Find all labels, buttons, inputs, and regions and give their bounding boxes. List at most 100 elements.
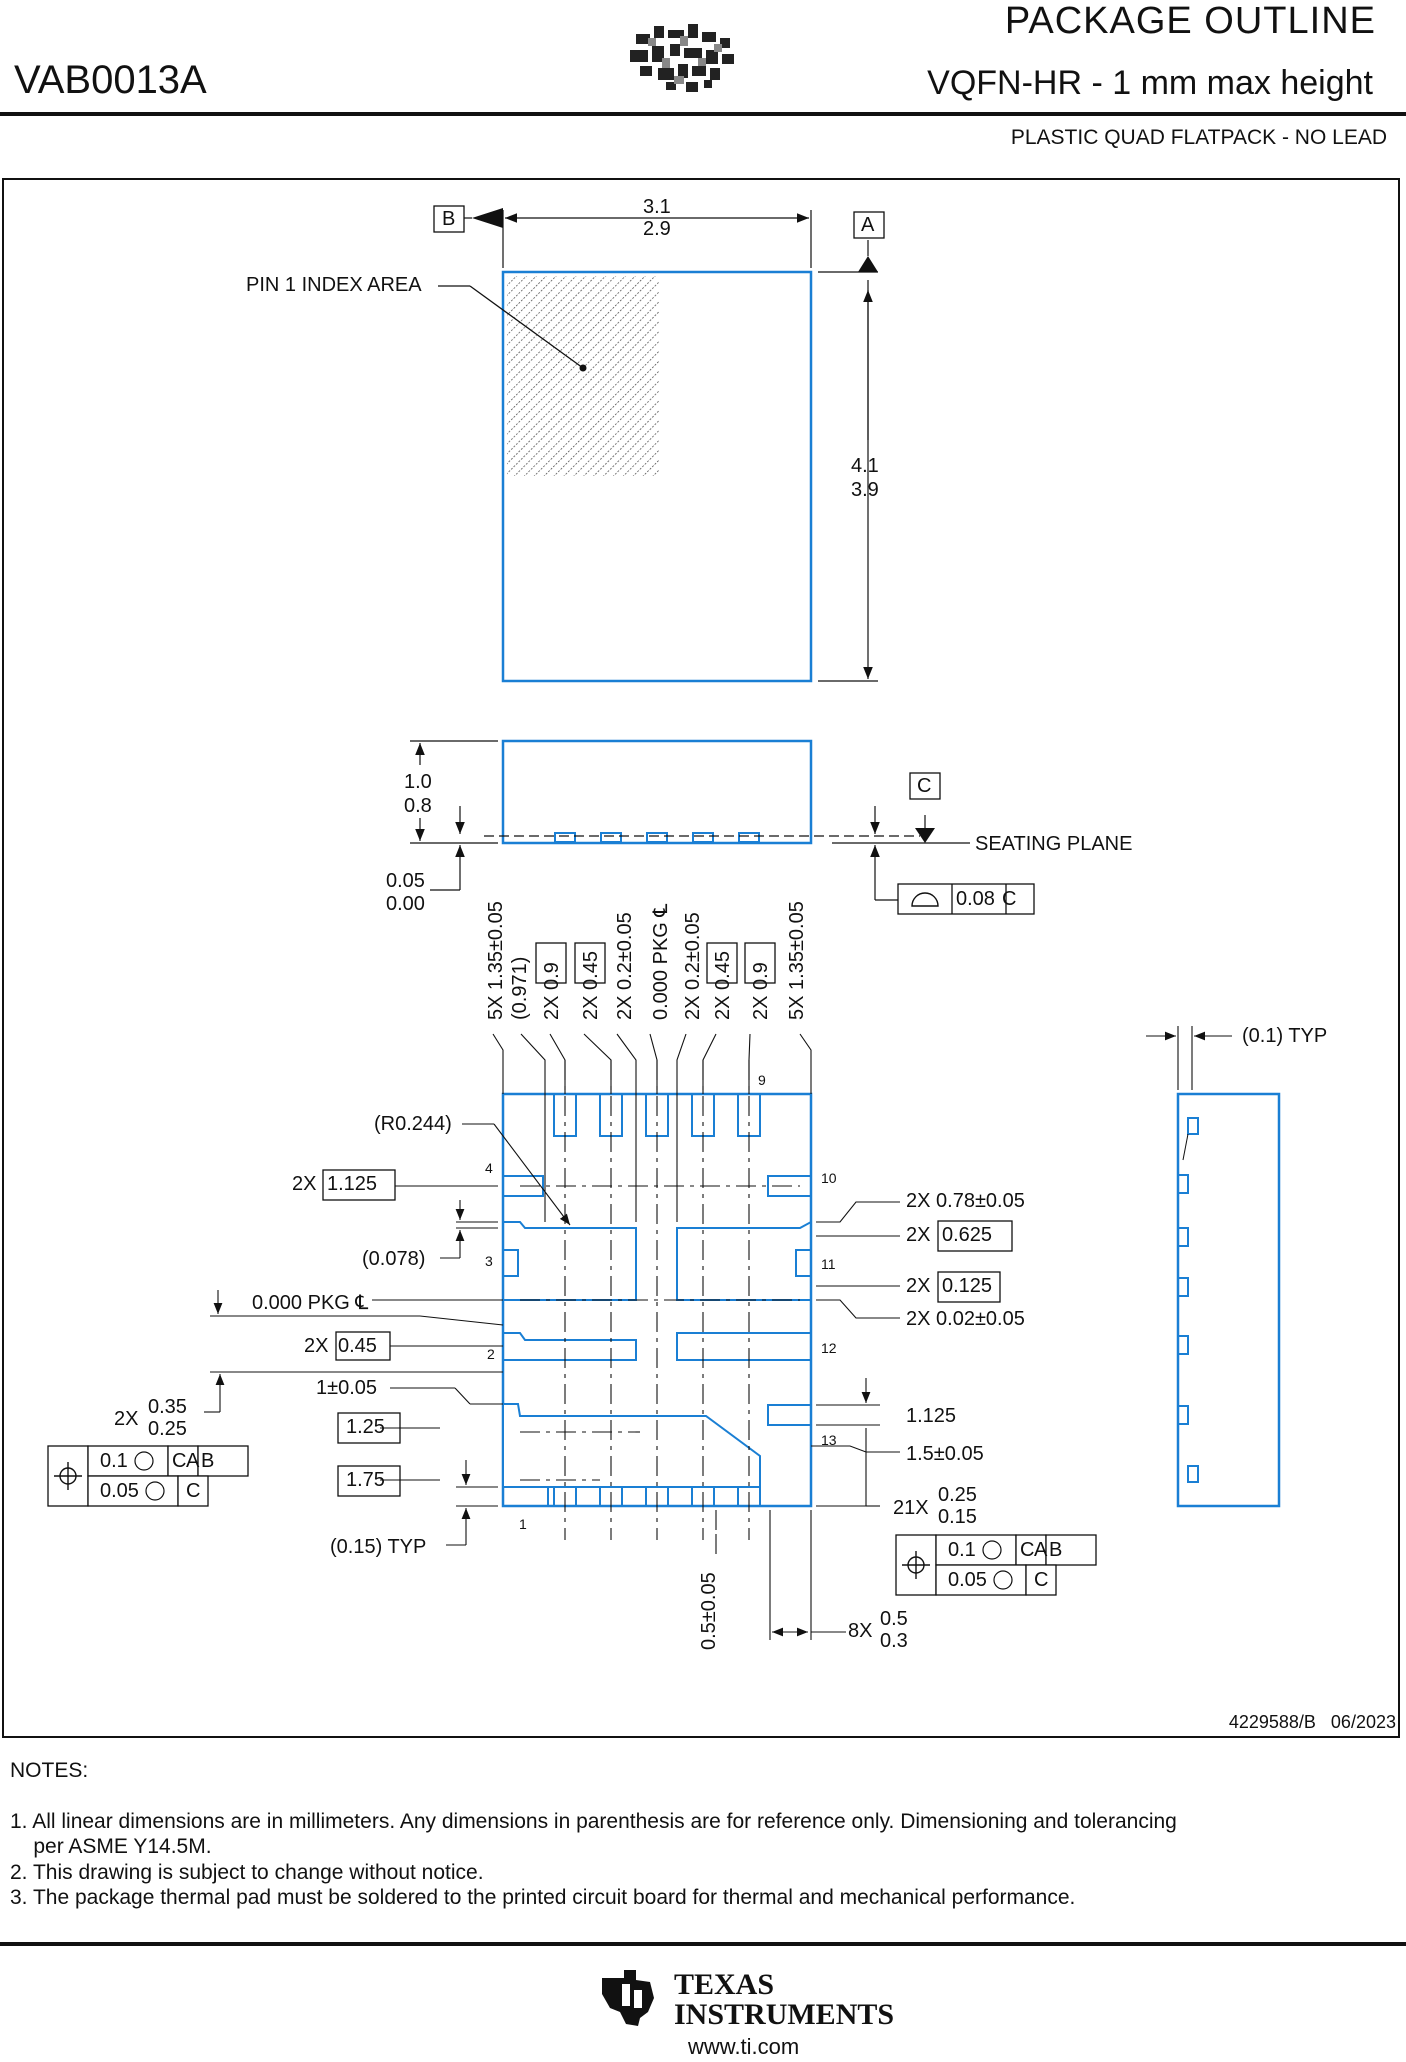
note-line-3: 2. This drawing is subject to change wit… — [10, 1860, 484, 1884]
dim-0125: 0.125 — [942, 1275, 993, 1297]
vlabel-9: 2X 0.9 — [750, 962, 772, 1020]
typ-015: (0.15) TYP — [330, 1536, 427, 1558]
position-symbol-icon-right — [902, 1551, 930, 1579]
pin-number-1: 1 — [519, 1516, 527, 1532]
datum-a: A — [861, 214, 875, 236]
dim-002-tol: 2X 0.02±0.05 — [906, 1308, 1025, 1330]
dim-0625: 0.625 — [942, 1224, 993, 1246]
header-rule — [0, 112, 1406, 116]
pin-number-9: 9 — [758, 1072, 766, 1088]
vlabel-3: 2X 0.9 — [541, 962, 563, 1020]
datum-c: C — [917, 775, 932, 797]
dim-8x: 8X — [848, 1620, 873, 1642]
notes-heading: NOTES: — [10, 1759, 89, 1782]
dim-1-tol: 1±0.05 — [316, 1377, 378, 1399]
header-logo-mark — [630, 24, 734, 92]
dim-1125-left: 1.125 — [327, 1173, 378, 1195]
dim-1125-prefix: 2X — [292, 1173, 317, 1195]
note-line-2: per ASME Y14.5M. — [10, 1835, 212, 1858]
vlabel-4: 2X 0.45 — [580, 951, 602, 1020]
dim-078-tol: 2X 0.78±0.05 — [906, 1190, 1025, 1212]
vlabel-7: 2X 0.2±0.05 — [682, 912, 704, 1020]
side-elevation — [1146, 1026, 1281, 1508]
top-view-outline — [501, 270, 813, 683]
ti-logo-mark-icon — [602, 1970, 654, 2026]
vlabel-8: 2X 0.45 — [712, 951, 734, 1020]
footer-rule — [0, 1942, 1406, 1946]
position-symbol-icon-left — [54, 1462, 82, 1490]
dim-1125-right: 1.125 — [906, 1405, 957, 1427]
vlabel-10: 5X 1.35±0.05 — [786, 901, 808, 1020]
vlabel-2: (0.971) — [509, 956, 531, 1020]
fcf-left-row2-value: 0.05 — [100, 1480, 139, 1502]
company-line2: INSTRUMENTS — [674, 1998, 895, 2031]
drawing-frame — [2, 178, 1400, 1738]
fcf-right-row2-value: 0.05 — [948, 1569, 987, 1591]
pin-number-12: 12 — [821, 1340, 837, 1356]
fcf-left-row1-datum2: A — [186, 1450, 200, 1472]
pin-number-3: 3 — [485, 1253, 493, 1269]
dim-125: 1.25 — [346, 1416, 385, 1438]
package-subtitle: VQFN-HR - 1 mm max height — [927, 64, 1373, 102]
package-description: PLASTIC QUAD FLATPACK - NO LEAD — [1010, 126, 1387, 149]
dim-045-prefix: 2X — [304, 1335, 329, 1357]
dim-175: 1.75 — [346, 1469, 385, 1491]
fcf-left-row2-datum: C — [186, 1480, 201, 1502]
fcf-left-row1-datum: C — [172, 1450, 187, 1472]
dim-0125-prefix: 2X — [906, 1275, 931, 1297]
pin1-index-area — [507, 276, 659, 476]
fcf-right-row1-value: 0.1 — [948, 1539, 976, 1561]
note-line-4: 3. The package thermal pad must be solde… — [10, 1886, 1076, 1909]
website-link[interactable]: www.ti.com — [688, 2034, 800, 2059]
fcf-left — [47, 1445, 249, 1507]
pin1-label: PIN 1 INDEX AREA — [246, 274, 422, 296]
dim-045: 0.45 — [338, 1335, 377, 1357]
drawing-number: 4229588/B 06/2023 — [1228, 1712, 1396, 1732]
vlabel-1: 5X 1.35±0.05 — [485, 901, 507, 1020]
part-number: VAB0013A — [14, 58, 207, 102]
datum-b: B — [442, 208, 456, 230]
fcf-right-row2-datum: C — [1034, 1569, 1049, 1591]
dim-0078: (0.078) — [362, 1248, 426, 1270]
fcf-right-row1-datum: C — [1020, 1539, 1035, 1561]
side-view-body — [501, 739, 813, 845]
bottom-view — [47, 942, 1097, 1640]
pkg-centerline-left: 0.000 PKG ℄ — [252, 1292, 369, 1314]
vlabel-5: 2X 0.2±0.05 — [614, 912, 636, 1020]
dim-21x: 21X — [893, 1497, 929, 1519]
package-outline-drawing — [47, 205, 1281, 1640]
fcf-left-row1-value: 0.1 — [100, 1450, 128, 1472]
radius-label: (R0.244) — [374, 1113, 452, 1135]
typ-01: (0.1) TYP — [1242, 1025, 1328, 1047]
flatness-symbol-icon — [911, 892, 939, 907]
note-line-1: 1. All linear dimensions are in millimet… — [10, 1809, 1177, 1833]
pin-number-13: 13 — [821, 1432, 837, 1448]
dim-0625-prefix: 2X — [906, 1224, 931, 1246]
dim-15-tol: 1.5±0.05 — [906, 1443, 984, 1465]
top-view — [433, 205, 885, 683]
fcf-right-row1-datum3: B — [1049, 1539, 1063, 1561]
company-line1: TEXAS — [674, 1968, 775, 2001]
seating-plane-label: SEATING PLANE — [975, 833, 1133, 855]
pin-number-11: 11 — [821, 1256, 836, 1272]
side-view — [410, 739, 1035, 915]
vlabel-bottom: 0.5±0.05 — [698, 1572, 720, 1650]
notes-section: NOTES: 1. All linear dimensions are in m… — [10, 1758, 1177, 1911]
vlabel-6: 0.000 PKG ℄ — [650, 903, 672, 1020]
pin-number-10: 10 — [821, 1170, 837, 1186]
page-title: PACKAGE OUTLINE — [1004, 0, 1376, 42]
fcf-right-row1-datum2: A — [1034, 1539, 1048, 1561]
fcf-left-row1-datum3: B — [201, 1450, 215, 1472]
flatness-datum: C — [1002, 888, 1017, 910]
pin-number-2: 2 — [487, 1346, 495, 1362]
pin-number-4: 4 — [485, 1160, 493, 1176]
flatness-value: 0.08 — [956, 888, 995, 910]
dim-2x-left: 2X — [114, 1408, 139, 1430]
